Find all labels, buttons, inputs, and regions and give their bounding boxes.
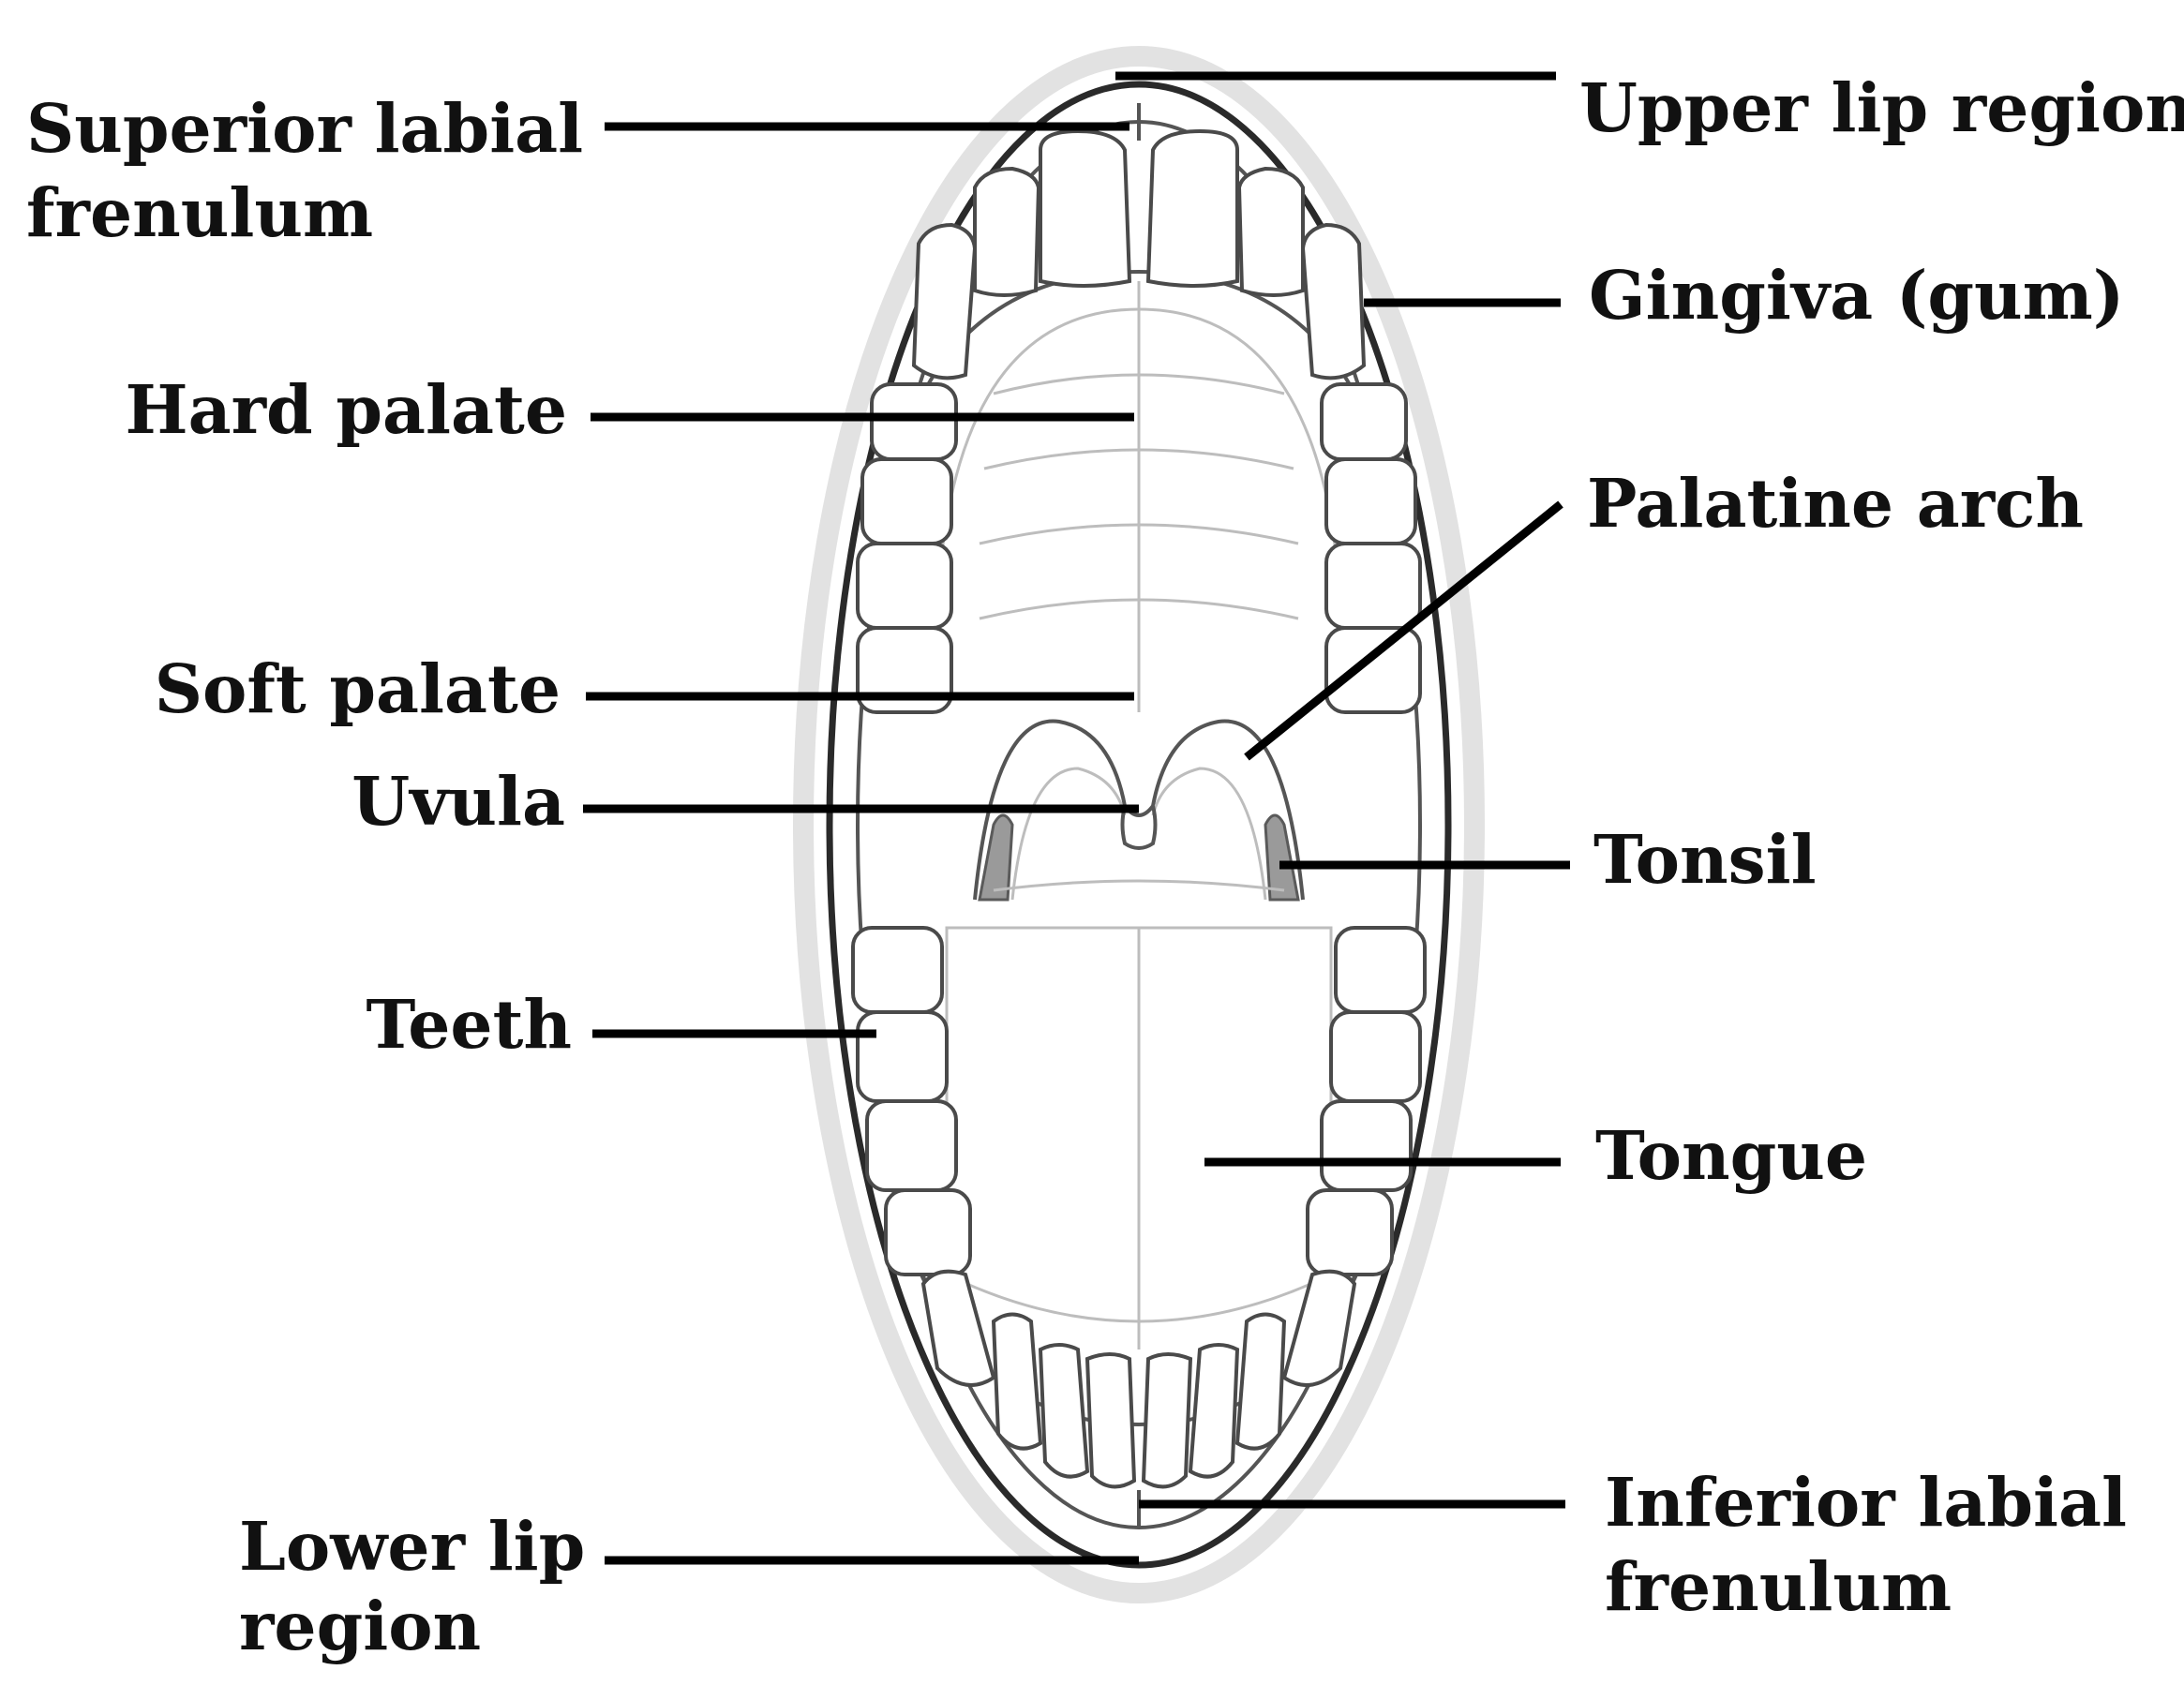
leader-palatine-arch [1244,500,1563,761]
label-superior-labial-frenulum-line2: frenulum [26,173,373,252]
labels: Superior labial frenulum Upper lip regio… [26,68,2184,1665]
palatine-arch-inner [1010,767,1267,901]
left-tonsil-shape [978,813,1014,902]
label-tonsil: Tonsil [1593,820,1817,899]
mouth-illustration [793,46,1485,1603]
lip-outline [826,81,1452,1569]
label-inferior-labial-frenulum: Inferior labial frenulum [1605,1463,2150,1626]
label-inferior-labial-frenulum-line1: Inferior labial [1605,1463,2127,1542]
palate-ridge-3 [979,523,1299,545]
label-inferior-labial-frenulum-line2: frenulum [1605,1547,1952,1626]
outer-lip-halo [793,46,1485,1603]
label-upper-lip-region: Upper lip region [1579,68,2184,147]
lower-right-molars [1306,926,1427,1276]
throat-line [993,879,1285,892]
label-hard-palate: Hard palate [126,370,567,449]
label-lower-lip-region-line1: Lower lip [239,1507,585,1586]
upper-front-teeth [911,128,1367,380]
upper-right-molars [1320,382,1422,714]
label-gingiva: Gingiva (gum) [1589,256,2124,335]
palate-ridge-1 [993,373,1285,395]
palate-ridge-2 [983,448,1294,470]
leader-lines [583,71,1570,1565]
palate-ridge-4 [979,598,1299,620]
label-lower-lip-region: Lower lip region [239,1507,608,1665]
upper-left-molars [856,382,958,714]
label-soft-palate: Soft palate [155,649,561,728]
right-tonsil-shape [1264,813,1300,902]
lower-left-molars [851,926,972,1276]
lower-front-teeth [920,1269,1357,1489]
label-palatine-arch: Palatine arch [1587,464,2084,543]
label-teeth: Teeth [366,985,572,1064]
label-superior-labial-frenulum: Superior labial frenulum [26,89,606,252]
label-uvula: Uvula [352,762,565,841]
palatine-arch-outline [973,719,1305,901]
label-superior-labial-frenulum-line1: Superior labial [26,89,583,168]
label-lower-lip-region-line2: region [239,1587,481,1665]
label-tongue: Tongue [1595,1116,1867,1195]
uvula-shape [1120,805,1158,850]
tongue-shape [945,926,1333,1323]
